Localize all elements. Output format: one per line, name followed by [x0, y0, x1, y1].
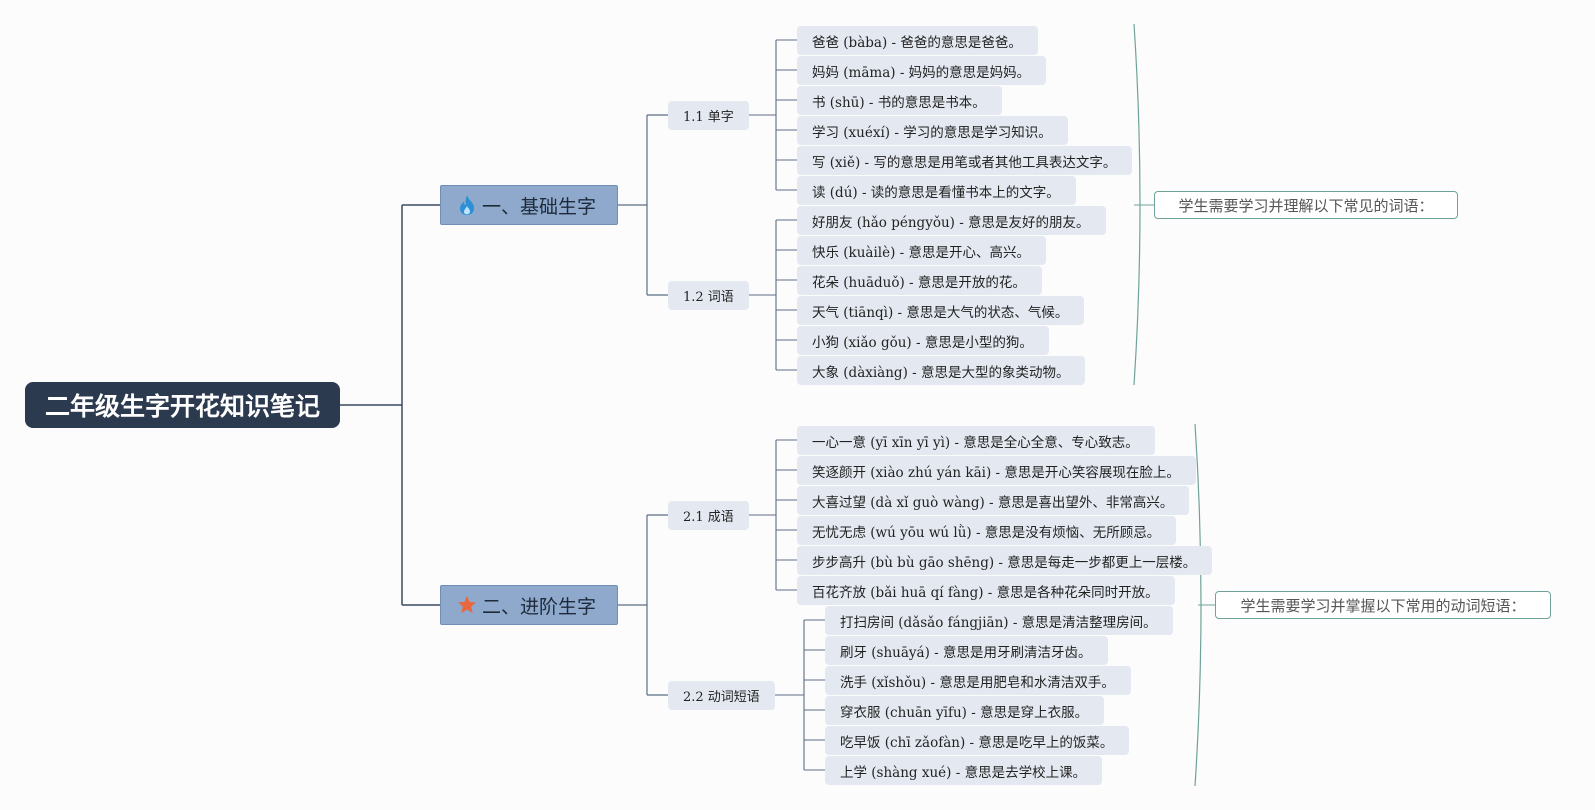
list-item[interactable]: 打扫房间 (dǎsǎo fángjiān) - 意思是清洁整理房间。	[825, 606, 1173, 635]
item-text: 步步高升 (bù bù gāo shēng) - 意思是每走一步都更上一层楼。	[812, 554, 1197, 571]
list-item[interactable]: 笑逐颜开 (xiào zhú yán kāi) - 意思是开心笑容展现在脸上。	[797, 456, 1196, 485]
item-text: 写 (xiě) - 写的意思是用笔或者其他工具表达文字。	[812, 154, 1117, 171]
list-item[interactable]: 写 (xiě) - 写的意思是用笔或者其他工具表达文字。	[797, 146, 1133, 175]
sub-topic-words[interactable]: 1.2 词语	[668, 281, 749, 310]
item-text: 一心一意 (yī xīn yī yì) - 意思是全心全意、专心致志。	[812, 434, 1139, 451]
list-item[interactable]: 吃早饭 (chī zǎofàn) - 意思是吃早上的饭菜。	[825, 726, 1130, 755]
root-topic-label: 二年级生字开花知识笔记	[44, 392, 320, 421]
list-item[interactable]: 爸爸 (bàba) - 爸爸的意思是爸爸。	[797, 26, 1038, 55]
sub-connector	[746, 39, 797, 191]
item-text: 学习 (xuéxí) - 学习的意思是学习知识。	[812, 124, 1052, 141]
list-item[interactable]: 百花齐放 (bǎi huā qí fàng) - 意思是各种花朵同时开放。	[797, 576, 1175, 605]
item-text: 书 (shū) - 书的意思是书本。	[812, 94, 986, 111]
list-item[interactable]: 大象 (dàxiàng) - 意思是大型的象类动物。	[797, 356, 1086, 385]
item-text: 穿衣服 (chuān yīfu) - 意思是穿上衣服。	[840, 704, 1089, 721]
list-item[interactable]: 大喜过望 (dà xǐ guò wàng) - 意思是喜出望外、非常高兴。	[797, 486, 1190, 515]
sub-topic-label: 1.2 词语	[683, 290, 734, 305]
sub-topic-single-characters[interactable]: 1.1 单字	[668, 101, 749, 130]
item-text: 快乐 (kuàilè) - 意思是开心、高兴。	[812, 244, 1031, 261]
root-connector	[340, 204, 440, 606]
branch-advanced-characters[interactable]: 二、进阶生字	[440, 585, 618, 625]
list-item[interactable]: 穿衣服 (chuān yīfu) - 意思是穿上衣服。	[825, 696, 1105, 725]
flame-icon	[457, 194, 477, 216]
item-text: 百花齐放 (bǎi huā qí fàng) - 意思是各种花朵同时开放。	[812, 584, 1159, 601]
list-item[interactable]: 一心一意 (yī xīn yī yì) - 意思是全心全意、专心致志。	[797, 426, 1155, 455]
list-item[interactable]: 妈妈 (māma) - 妈妈的意思是妈妈。	[797, 56, 1047, 85]
list-item[interactable]: 快乐 (kuàilè) - 意思是开心、高兴。	[797, 236, 1047, 265]
list-item[interactable]: 无忧无虑 (wú yōu wú lǜ) - 意思是没有烦恼、无所顾忌。	[797, 516, 1177, 545]
item-text: 大象 (dàxiàng) - 意思是大型的象类动物。	[812, 364, 1070, 381]
star-icon	[457, 595, 477, 615]
sub-topic-idioms[interactable]: 2.1 成语	[668, 501, 749, 530]
item-text: 大喜过望 (dà xǐ guò wàng) - 意思是喜出望外、非常高兴。	[812, 494, 1174, 511]
sub-topic-verb-phrases[interactable]: 2.2 动词短语	[668, 681, 775, 710]
item-text: 小狗 (xiǎo gǒu) - 意思是小型的狗。	[812, 334, 1033, 351]
sub-connector	[774, 619, 825, 771]
item-text: 好朋友 (hǎo péngyǒu) - 意思是友好的朋友。	[812, 214, 1090, 231]
list-item[interactable]: 学习 (xuéxí) - 学习的意思是学习知识。	[797, 116, 1068, 145]
list-item[interactable]: 刷牙 (shuāyá) - 意思是用牙刷清洁牙齿。	[825, 636, 1108, 665]
item-text: 读 (dú) - 读的意思是看懂书本上的文字。	[812, 184, 1060, 201]
branch-title: 一、基础生字	[482, 195, 597, 218]
item-text: 上学 (shàng xué) - 意思是去学校上课。	[840, 764, 1087, 781]
item-text: 花朵 (huāduǒ) - 意思是开放的花。	[812, 274, 1026, 291]
list-item[interactable]: 步步高升 (bù bù gāo shēng) - 意思是每走一步都更上一层楼。	[797, 546, 1213, 575]
star-icon-shape	[458, 596, 476, 613]
list-item[interactable]: 小狗 (xiǎo gǒu) - 意思是小型的狗。	[797, 326, 1049, 355]
item-text: 笑逐颜开 (xiào zhú yán kāi) - 意思是开心笑容展现在脸上。	[812, 464, 1180, 481]
item-text: 刷牙 (shuāyá) - 意思是用牙刷清洁牙齿。	[840, 644, 1092, 661]
summary-note[interactable]: 学生需要学习并理解以下常见的词语：	[1154, 191, 1458, 219]
item-text: 无忧无虑 (wú yōu wú lǜ) - 意思是没有烦恼、无所顾忌。	[812, 524, 1161, 541]
sub-topic-label: 2.1 成语	[683, 510, 734, 525]
branch-connector	[618, 114, 668, 296]
branch-connector	[618, 514, 668, 696]
list-item[interactable]: 读 (dú) - 读的意思是看懂书本上的文字。	[797, 176, 1076, 205]
item-text: 洗手 (xǐshǒu) - 意思是用肥皂和水清洁双手。	[840, 674, 1115, 691]
sub-topic-label: 1.1 单字	[683, 110, 734, 125]
root-topic[interactable]: 二年级生字开花知识笔记	[25, 382, 340, 428]
list-item[interactable]: 洗手 (xǐshǒu) - 意思是用肥皂和水清洁双手。	[825, 666, 1131, 695]
branch-title: 二、进阶生字	[482, 595, 597, 618]
item-text: 吃早饭 (chī zǎofàn) - 意思是吃早上的饭菜。	[840, 734, 1114, 751]
sub-connector	[746, 439, 797, 591]
summary-note[interactable]: 学生需要学习并掌握以下常用的动词短语：	[1215, 591, 1551, 619]
item-text: 天气 (tiānqì) - 意思是大气的状态、气候。	[812, 304, 1069, 321]
list-item[interactable]: 天气 (tiānqì) - 意思是大气的状态、气候。	[797, 296, 1085, 325]
branch-basic-characters[interactable]: 一、基础生字	[440, 185, 618, 225]
list-item[interactable]: 好朋友 (hǎo péngyǒu) - 意思是友好的朋友。	[797, 206, 1106, 235]
sub-connector	[746, 219, 797, 371]
item-text: 爸爸 (bàba) - 爸爸的意思是爸爸。	[812, 34, 1022, 51]
list-item[interactable]: 书 (shū) - 书的意思是书本。	[797, 86, 1002, 115]
list-item[interactable]: 花朵 (huāduǒ) - 意思是开放的花。	[797, 266, 1042, 295]
summary-text: 学生需要学习并掌握以下常用的动词短语：	[1240, 596, 1526, 615]
list-item[interactable]: 上学 (shàng xué) - 意思是去学校上课。	[825, 756, 1103, 785]
item-text: 打扫房间 (dǎsǎo fángjiān) - 意思是清洁整理房间。	[840, 614, 1157, 631]
flame-icon-shape	[460, 195, 474, 215]
summary-text: 学生需要学习并理解以下常见的词语：	[1178, 196, 1434, 215]
item-text: 妈妈 (māma) - 妈妈的意思是妈妈。	[812, 64, 1031, 81]
sub-topic-label: 2.2 动词短语	[683, 690, 760, 705]
